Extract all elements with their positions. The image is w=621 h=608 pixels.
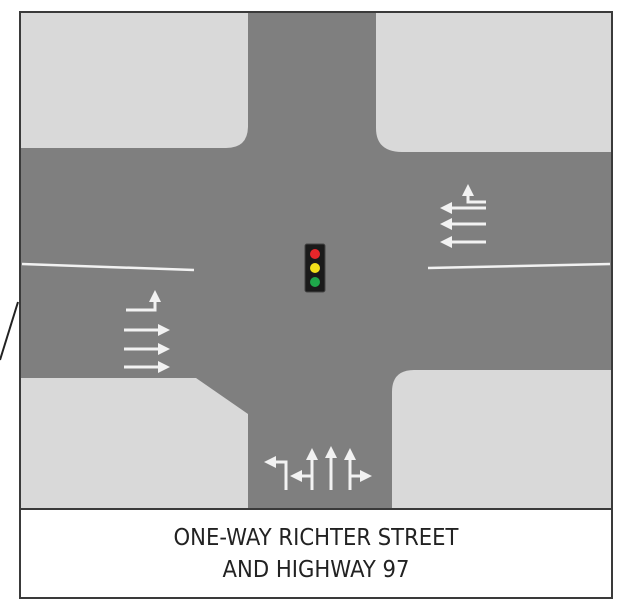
east-left-turn-arrow [462,184,486,204]
diagram-frame [19,11,613,599]
sidewalk-northeast [376,12,612,152]
signal-red-light [310,249,320,259]
sidewalk-northwest [20,12,248,148]
signal-green-light [310,277,320,287]
west-approach-arrows [124,290,170,373]
sidewalk-southwest [20,378,248,508]
centre-line-west [21,262,195,272]
south-left-turn-arrow [264,456,288,490]
caption-line-1: ONE-WAY RICHTER STREET [173,525,459,551]
traffic-signal [304,243,326,293]
caption-line-2: AND HIGHWAY 97 [222,557,410,583]
sidewalk-southeast [392,370,612,508]
east-approach-arrows [440,184,486,248]
leader-line [0,301,19,361]
diagram-caption: ONE-WAY RICHTER STREET AND HIGHWAY 97 [44,510,589,598]
signal-yellow-light [310,263,320,273]
centre-line-east [427,262,611,270]
west-left-turn-arrow [126,290,161,312]
south-approach-arrows [264,446,372,490]
